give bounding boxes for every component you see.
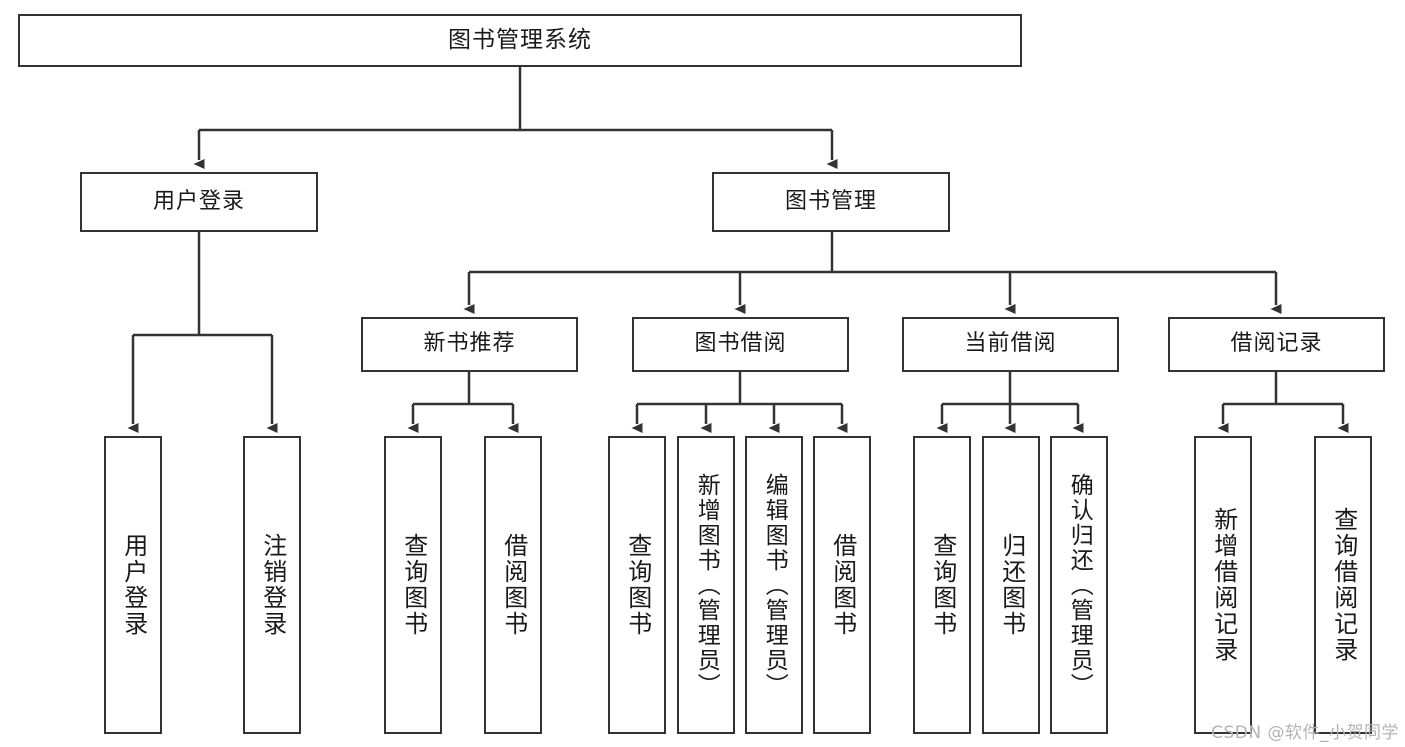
csdn-watermark: CSDN @软件_小贺同学 — [1211, 723, 1399, 743]
node-user-login-label: 用户登录 — [152, 188, 245, 214]
leaf-label: 借阅图书 — [828, 533, 857, 637]
node-borrow-record-label: 借阅记录 — [1230, 331, 1323, 357]
node-user-login[interactable]: 用户登录 — [80, 172, 318, 232]
leaf-user-login-logout[interactable]: 注销登录 — [243, 436, 301, 734]
leaf-label: 借阅图书 — [499, 533, 528, 637]
leaf-label: 查询图书 — [928, 533, 957, 637]
node-current-borrow-label: 当前借阅 — [964, 331, 1057, 357]
node-new-book-recommend-label: 新书推荐 — [423, 331, 516, 357]
node-root-book-management-system[interactable]: 图书管理系统 — [18, 14, 1022, 67]
leaf-label: 查询图书 — [623, 533, 652, 637]
node-book-management[interactable]: 图书管理 — [712, 172, 950, 232]
node-book-borrow[interactable]: 图书借阅 — [632, 317, 849, 372]
leaf-label: 编辑图书（管理员） — [761, 472, 788, 698]
node-borrow-record[interactable]: 借阅记录 — [1168, 317, 1385, 372]
node-current-borrow[interactable]: 当前借阅 — [902, 317, 1119, 372]
leaf-label: 用户登录 — [119, 533, 148, 637]
leaf-label: 注销登录 — [258, 533, 287, 637]
leaf-current-borrow-return-book[interactable]: 归还图书 — [982, 436, 1040, 734]
leaf-new-book-query-book[interactable]: 查询图书 — [384, 436, 442, 734]
leaf-label: 查询借阅记录 — [1329, 507, 1358, 663]
leaf-label: 归还图书 — [997, 533, 1026, 637]
leaf-current-borrow-query-book[interactable]: 查询图书 — [913, 436, 971, 734]
leaf-borrow-record-add-record[interactable]: 新增借阅记录 — [1194, 436, 1252, 734]
node-book-management-label: 图书管理 — [784, 188, 877, 214]
node-root-label: 图书管理系统 — [448, 26, 592, 53]
leaf-label: 新增借阅记录 — [1209, 507, 1238, 663]
leaf-book-borrow-add-book-admin[interactable]: 新增图书（管理员） — [677, 436, 735, 734]
leaf-book-borrow-query-book[interactable]: 查询图书 — [608, 436, 666, 734]
leaf-label: 查询图书 — [399, 533, 428, 637]
leaf-label: 新增图书（管理员） — [693, 472, 720, 698]
leaf-book-borrow-edit-book-admin[interactable]: 编辑图书（管理员） — [745, 436, 803, 734]
leaf-current-borrow-confirm-return-admin[interactable]: 确认归还（管理员） — [1050, 436, 1108, 734]
leaf-label: 确认归还（管理员） — [1066, 472, 1093, 698]
leaf-borrow-record-query-record[interactable]: 查询借阅记录 — [1314, 436, 1372, 734]
leaf-book-borrow-borrow-book[interactable]: 借阅图书 — [813, 436, 871, 734]
node-book-borrow-label: 图书借阅 — [694, 331, 787, 357]
leaf-new-book-borrow-book[interactable]: 借阅图书 — [484, 436, 542, 734]
node-new-book-recommend[interactable]: 新书推荐 — [361, 317, 578, 372]
leaf-user-login-login[interactable]: 用户登录 — [104, 436, 162, 734]
